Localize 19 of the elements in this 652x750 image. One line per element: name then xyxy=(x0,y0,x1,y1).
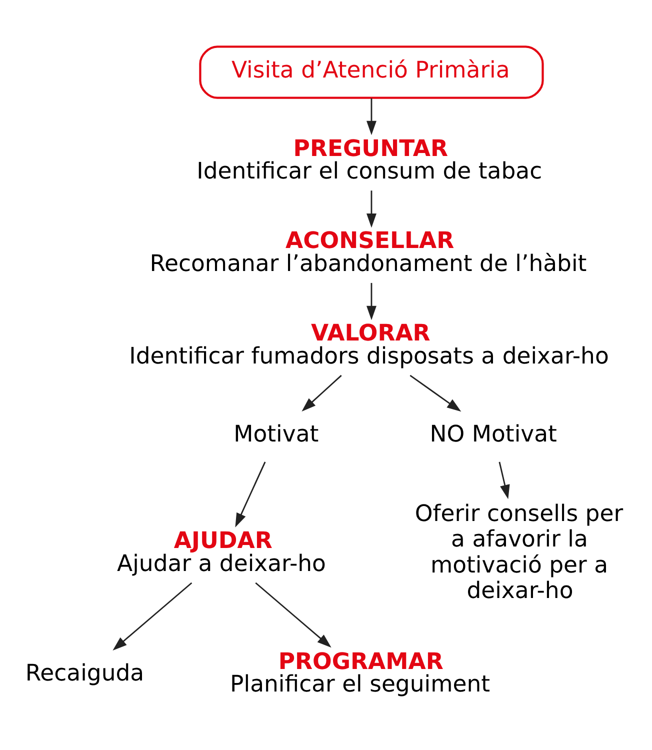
arrow xyxy=(410,374,462,412)
arrow xyxy=(302,374,342,412)
node-text: Motivat xyxy=(234,422,319,448)
node-text: ACONSELLAR Recomanar l’abandonament de l’hàbit xyxy=(150,228,587,277)
arrow xyxy=(366,190,376,228)
node-text: PROGRAMAR Planificar el seguiment xyxy=(230,648,490,698)
node-box: Visita d’Atenció Primària xyxy=(199,46,544,99)
node-text: NO Motivat xyxy=(430,422,557,448)
node-text: PREGUNTAR Identificar el consum de tabac xyxy=(196,136,542,185)
arrow xyxy=(366,282,376,320)
arrow xyxy=(498,462,510,500)
node-text: Oferir consells per a afavorir la motivació per a deixar-ho xyxy=(414,501,624,604)
arrow xyxy=(366,98,376,136)
arrow xyxy=(235,462,266,528)
arrow xyxy=(112,582,192,650)
arrow xyxy=(255,582,332,648)
node-text: VALORAR Identificar fumadors disposats a deixar-ho xyxy=(129,320,609,370)
node-text: Recaiguda xyxy=(25,660,144,686)
node-text: AJUDAR Ajudar a deixar-ho xyxy=(117,528,326,577)
